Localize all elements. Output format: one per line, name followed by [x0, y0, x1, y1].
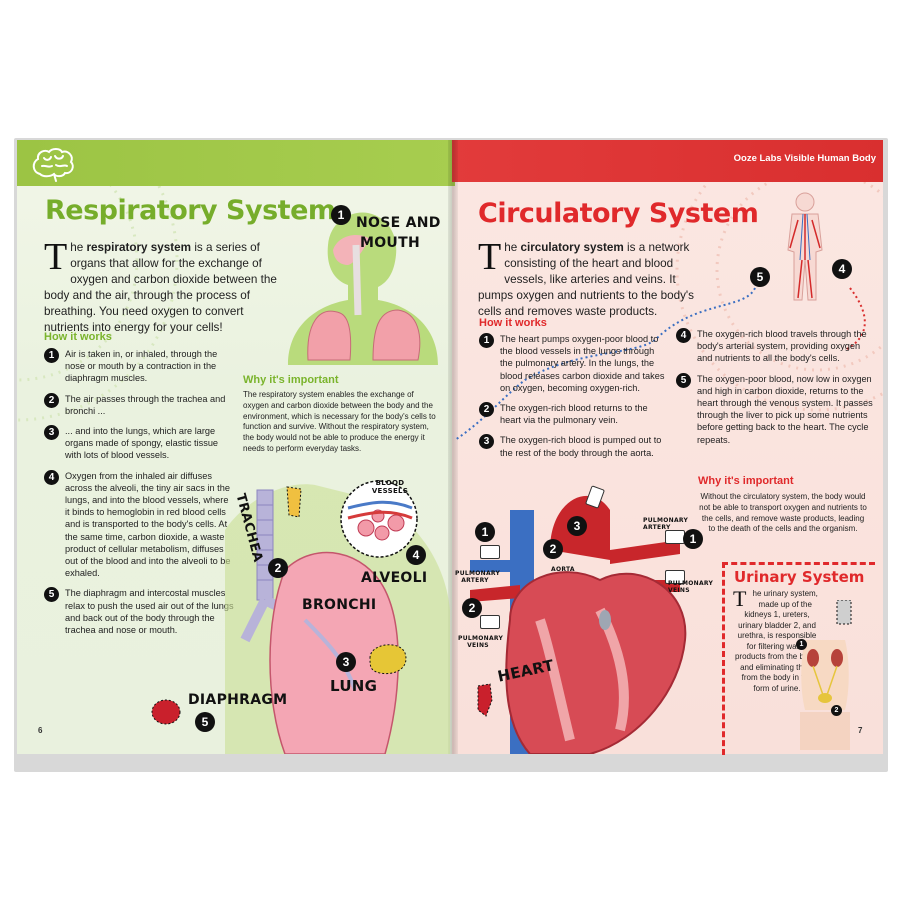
step-number-badge: 4 [832, 259, 852, 279]
step-number-badge: 3 [336, 652, 356, 672]
why-important-text: The respiratory system enables the excha… [243, 390, 436, 453]
left-header-band [17, 140, 455, 186]
list-item: 3... and into the lungs, which are large… [44, 425, 234, 462]
brain-icon [32, 148, 74, 182]
blood-vessels-label: BLOOD VESSELS [371, 479, 409, 495]
trachea-sticker-icon [286, 486, 302, 518]
step-number-badge: 1 [683, 529, 703, 549]
urinary-system-illustration [800, 600, 852, 750]
how-it-works-heading: How it works [479, 317, 547, 329]
why-important-heading: Why it's important [698, 475, 794, 487]
right-header-band [452, 140, 883, 182]
step-number-badge: 4 [406, 545, 426, 565]
why-important-text: Without the circulatory system, the body… [699, 492, 867, 534]
pulmonary-veins-right-label: PULMONARY VEINS [668, 580, 714, 594]
dropcap: T [44, 236, 68, 278]
alveoli-closeup [340, 480, 418, 558]
aorta-label: AORTA [551, 566, 575, 573]
step-number-badge: 3 [567, 516, 587, 536]
why-important-heading: Why it's important [243, 374, 339, 386]
urinary-title: Urinary System [734, 568, 865, 586]
page-number-left: 6 [38, 726, 43, 735]
pulmonary-veins-label: PULMONARY VEINS [458, 635, 504, 649]
head-and-lungs-illustration [288, 212, 438, 365]
dropcap: T [478, 236, 502, 278]
urinary-system-box [722, 562, 875, 755]
lung-sticker-icon [369, 644, 407, 675]
step-number-badge: 2 [543, 539, 563, 559]
diaphragm-sticker-icon [151, 699, 181, 725]
how-it-works-heading: How it works [44, 331, 112, 343]
pulmonary-artery-label: PULMONARY ARTERY [455, 570, 501, 584]
pulmonary-artery-right-label: PULMONARY ARTERY [643, 517, 689, 531]
arrow-icon [480, 545, 500, 559]
step-number-badge: 1 [331, 205, 351, 225]
page-number-right: 7 [858, 726, 863, 735]
step-number-badge: 5 [750, 267, 770, 287]
alveoli-label: ALVEOLI [361, 570, 428, 586]
book-series-label: Ooze Labs Visible Human Body [733, 153, 876, 164]
dotted-connector [455, 287, 866, 441]
arrow-icon [665, 570, 685, 584]
arrow-icon [665, 530, 685, 544]
step-number-badge: 2 [268, 558, 288, 578]
diaphragm-label: DIAPHRAGM [188, 692, 288, 708]
nose-mouth-label-line2: MOUTH [360, 235, 420, 251]
human-body-illustration [787, 192, 823, 301]
circulatory-title: Circulatory System [478, 198, 759, 229]
step-number-badge: 2 [462, 598, 482, 618]
heart-sticker-icon [477, 683, 493, 717]
step-number-badge: 5 [195, 712, 215, 732]
book-spine [448, 140, 458, 754]
respiratory-title: Respiratory System [45, 195, 336, 226]
nose-mouth-label: NOSE AND [356, 215, 441, 231]
page-decoration [17, 140, 883, 422]
step-number-badge: 1 [796, 639, 807, 650]
bronchi-label: BRONCHI [302, 597, 377, 613]
lung-label: LUNG [330, 677, 378, 695]
step-number-badge: 2 [831, 705, 842, 716]
step-number-badge: 1 [475, 522, 495, 542]
arrow-icon [480, 615, 500, 629]
heart-illustration [470, 495, 687, 754]
